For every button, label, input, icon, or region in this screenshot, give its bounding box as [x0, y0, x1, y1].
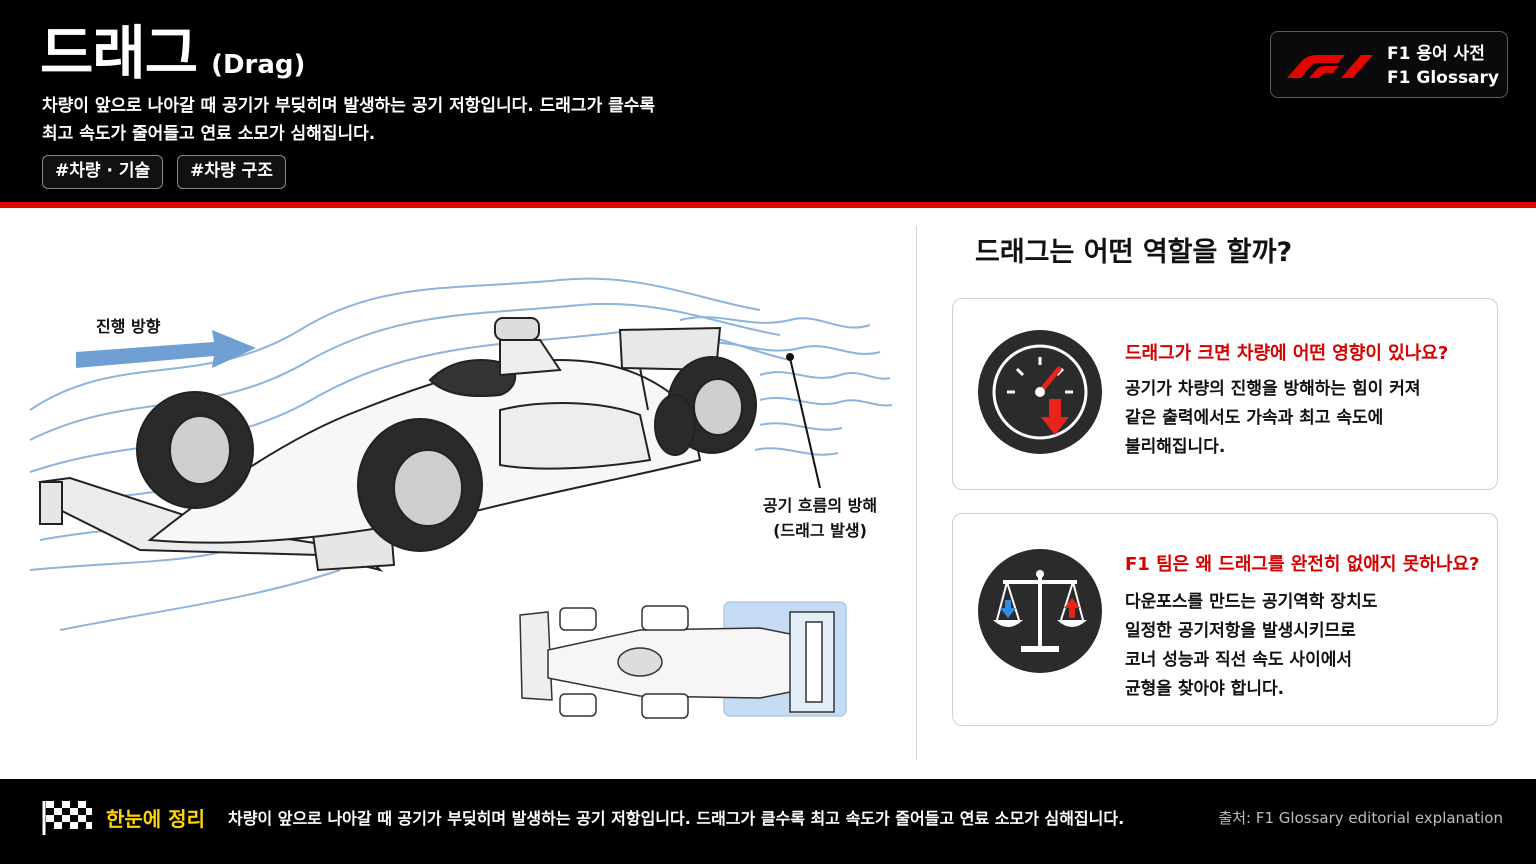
answer-line: 다운포스를 만드는 공기역학 장치도: [1125, 592, 1378, 612]
brand-text: F1 용어 사전 F1 Glossary: [1387, 42, 1499, 90]
brand-title-en: F1 Glossary: [1387, 68, 1499, 88]
speedometer-down-icon: [978, 330, 1102, 454]
summary-text: 차량이 앞으로 나아갈 때 공기가 부딪히며 발생하는 공기 저항입니다. 드래…: [228, 809, 1125, 828]
answer-line: 일정한 공기저항을 발생시키므로: [1125, 621, 1356, 641]
accent-divider: [0, 202, 1536, 208]
summary-footer: 한눈에 정리 차량이 앞으로 나아갈 때 공기가 부딪히며 발생하는 공기 저항…: [0, 779, 1536, 864]
qa-answer: 공기가 차량의 진행을 방해하는 힘이 커져 같은 출력에서도 가속과 최고 속…: [1125, 375, 1475, 462]
vertical-divider: [916, 226, 917, 760]
f1-logo-icon: [1287, 55, 1373, 78]
airflow-disturbance-label: 공기 흐름의 방해 (드래그 발생): [755, 493, 885, 543]
direction-label: 진행 방향: [96, 317, 161, 336]
section-title: 드래그는 어떤 역할을 할까?: [975, 237, 1293, 268]
term-description: 차량이 앞으로 나아갈 때 공기가 부딪히며 발생하는 공기 저항입니다. 드래…: [42, 92, 742, 148]
qa-card-balance: F1 팀은 왜 드래그를 완전히 없애지 못하나요? 다운포스를 만드는 공기역…: [952, 513, 1498, 726]
disturb-label-line: 공기 흐름의 방해: [762, 496, 878, 515]
tag-vehicle-structure[interactable]: #차량 구조: [177, 155, 286, 189]
f1-car-drawing: [38, 317, 757, 572]
answer-line: 공기가 차량의 진행을 방해하는 힘이 커져: [1125, 379, 1421, 399]
direction-arrow: [76, 330, 256, 368]
qa-question: 드래그가 크면 차량에 어떤 영향이 있나요?: [1125, 343, 1449, 364]
checkered-flag-icon: [42, 801, 92, 835]
answer-line: 코너 성능과 직선 속도 사이에서: [1125, 650, 1352, 670]
header-bar: 드래그 (Drag) 차량이 앞으로 나아갈 때 공기가 부딪히며 발생하는 공…: [0, 0, 1536, 202]
qa-answer: 다운포스를 만드는 공기역학 장치도 일정한 공기저항을 발생시키므로 코너 성…: [1125, 588, 1465, 704]
car-top-view: [519, 601, 847, 719]
tag-vehicle-tech[interactable]: #차량 · 기술: [42, 155, 164, 189]
qa-card-effect: 드래그가 크면 차량에 어떤 영향이 있나요? 공기가 차량의 진행을 방해하는…: [952, 298, 1498, 490]
tag-list: #차량 · 기술 #차량 구조: [42, 155, 286, 189]
source-credit: 출처: F1 Glossary editorial explanation: [1218, 809, 1503, 827]
qa-question: F1 팀은 왜 드래그를 완전히 없애지 못하나요?: [1125, 554, 1480, 575]
page-title: 드래그: [40, 19, 198, 87]
answer-line: 불리해집니다.: [1125, 437, 1226, 457]
brand-badge: F1 용어 사전 F1 Glossary: [1270, 31, 1508, 98]
disturb-label-line: (드래그 발생): [773, 521, 867, 540]
drag-illustration: 진행 방향 공기 흐름의 방해 (드래그 발생): [0, 210, 910, 775]
car-airflow-drawing: [29, 277, 893, 719]
description-line: 차량이 앞으로 나아갈 때 공기가 부딪히며 발생하는 공기 저항입니다. 드래…: [42, 96, 656, 116]
answer-line: 균형을 찾아야 합니다.: [1125, 679, 1285, 699]
description-line: 최고 속도가 줄어들고 연료 소모가 심해집니다.: [42, 124, 376, 144]
summary-label: 한눈에 정리: [106, 807, 205, 831]
brand-title-ko: F1 용어 사전: [1387, 44, 1485, 64]
balance-scale-icon: [978, 549, 1102, 673]
title-row: 드래그 (Drag): [40, 18, 305, 88]
answer-line: 같은 출력에서도 가속과 최고 속도에: [1125, 408, 1384, 428]
page-title-english: (Drag): [211, 50, 306, 80]
